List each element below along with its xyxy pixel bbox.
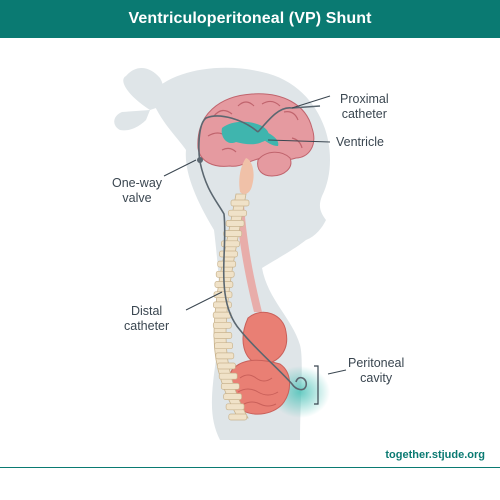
vertebra — [228, 413, 248, 421]
leader-ventricle — [267, 139, 331, 143]
ponytail — [123, 67, 164, 110]
vertebra — [220, 383, 240, 390]
header-banner: Ventriculoperitoneal (VP) Shunt — [0, 0, 500, 38]
label-proximal-catheter-line1: Proximal — [340, 92, 389, 106]
label-distal-catheter-line2: catheter — [124, 319, 170, 333]
ventricle-shape — [221, 121, 269, 145]
vertebra — [213, 332, 233, 339]
label-peritoneal-cavity: Peritoneal cavity — [348, 356, 404, 386]
label-proximal-catheter: Proximal catheter — [340, 92, 389, 122]
vertebra — [223, 393, 242, 400]
vp-shunt-illustration — [114, 67, 347, 440]
ventricle-horn — [262, 130, 279, 146]
leader-proximal — [291, 95, 331, 109]
peritoneal-bracket — [314, 365, 319, 405]
esophagus — [236, 204, 262, 312]
brainstem — [239, 158, 254, 194]
vertebra — [228, 209, 247, 217]
leader-peritoneal — [327, 369, 347, 375]
vertebra — [225, 403, 245, 411]
shunt-catheter — [198, 105, 321, 391]
vertebra — [230, 199, 250, 207]
vertebra — [215, 270, 235, 278]
vertebra — [223, 230, 243, 237]
stomach — [242, 311, 288, 365]
leader-valve — [163, 159, 197, 177]
label-peritoneal-cavity-line2: cavity — [360, 371, 393, 385]
ponytail-lower — [114, 110, 150, 131]
label-distal-catheter-line1: Distal — [130, 304, 163, 318]
brain-folds — [207, 100, 303, 153]
label-peritoneal-cavity-line1: Peritoneal — [348, 356, 405, 370]
vertebra — [225, 220, 245, 227]
one-way-valve-marker — [197, 157, 203, 163]
vertebra — [212, 321, 232, 329]
intestine-folds — [237, 374, 279, 407]
footer-url: together.stjude.org — [385, 449, 485, 461]
vertebra — [215, 352, 235, 360]
vertebra — [221, 240, 240, 248]
footer-divider — [0, 467, 500, 468]
label-one-way-valve-line1: One-way — [112, 176, 163, 190]
label-distal-catheter: Distal catheter — [124, 304, 169, 334]
vertebra — [217, 362, 236, 370]
vertebra — [219, 250, 238, 258]
label-one-way-valve-line2: valve — [122, 191, 152, 205]
label-one-way-valve: One-way valve — [112, 176, 162, 206]
vertebra — [217, 260, 237, 268]
cerebellum — [257, 151, 292, 177]
label-proximal-catheter-line2: catheter — [341, 107, 387, 121]
vertebra — [218, 372, 238, 380]
vertebra — [212, 311, 232, 319]
label-ventricle: Ventricle — [336, 135, 384, 149]
vertebra — [214, 342, 233, 350]
leader-distal — [185, 291, 223, 311]
page-title: Ventriculoperitoneal (VP) Shunt — [128, 10, 372, 27]
